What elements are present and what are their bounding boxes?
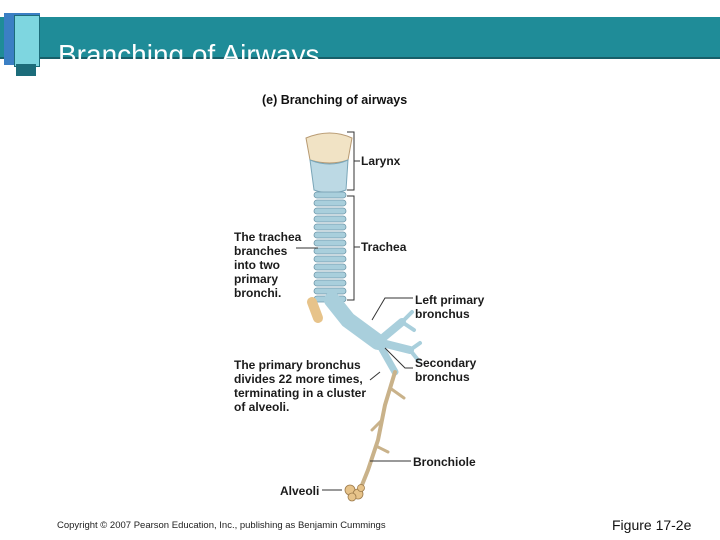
trachea-ring	[313, 255, 347, 263]
trachea-ring	[313, 231, 347, 239]
trachea-ring	[313, 215, 347, 223]
note-primary-line-3: terminating in a cluster	[234, 386, 366, 400]
label-bronchiole: Bronchiole	[413, 455, 476, 469]
note-trachea-line-1: The trachea	[234, 230, 302, 244]
note-trachea-line-5: bronchi.	[234, 286, 281, 300]
trachea-ring	[313, 263, 347, 271]
figure-title: (e) Branching of airways	[262, 93, 408, 107]
trachea-ring	[313, 223, 347, 231]
label-alveoli: Alveoli	[280, 484, 319, 498]
note-trachea-line-4: primary	[234, 272, 278, 286]
header-bar	[0, 17, 720, 57]
label-trachea: Trachea	[361, 240, 407, 254]
figure-reference: Figure 17-2e	[612, 517, 692, 533]
label-leaders	[296, 131, 413, 491]
trachea-ring	[313, 191, 347, 199]
trachea-ring	[313, 207, 347, 215]
slide-title: Branching of Airways	[58, 40, 320, 60]
note-primary-line-1: The primary bronchus	[234, 358, 361, 372]
label-larynx: Larynx	[361, 154, 401, 168]
trachea-ring	[313, 199, 347, 207]
alveoli-cluster	[344, 484, 365, 502]
bronchial-tree	[307, 292, 422, 492]
decorative-square-dark	[16, 64, 36, 76]
note-trachea-line-3: into two	[234, 258, 280, 272]
larynx-shape	[305, 132, 353, 194]
label-secondary-1: Secondary	[415, 356, 477, 370]
trachea-rings	[313, 191, 347, 303]
note-primary-line-2: divides 22 more times,	[234, 372, 363, 386]
trachea-ring	[313, 271, 347, 279]
trachea-ring	[313, 247, 347, 255]
header-underline	[0, 57, 720, 59]
trachea-ring	[313, 239, 347, 247]
note-primary-line-4: of alveoli.	[234, 400, 289, 414]
label-secondary-2: bronchus	[415, 370, 470, 384]
trachea-ring	[313, 279, 347, 287]
label-left-primary-2: bronchus	[415, 307, 470, 321]
label-left-primary-1: Left primary	[415, 293, 485, 307]
copyright-notice: Copyright © 2007 Pearson Education, Inc.…	[57, 520, 386, 531]
note-trachea-line-2: branches	[234, 244, 288, 258]
